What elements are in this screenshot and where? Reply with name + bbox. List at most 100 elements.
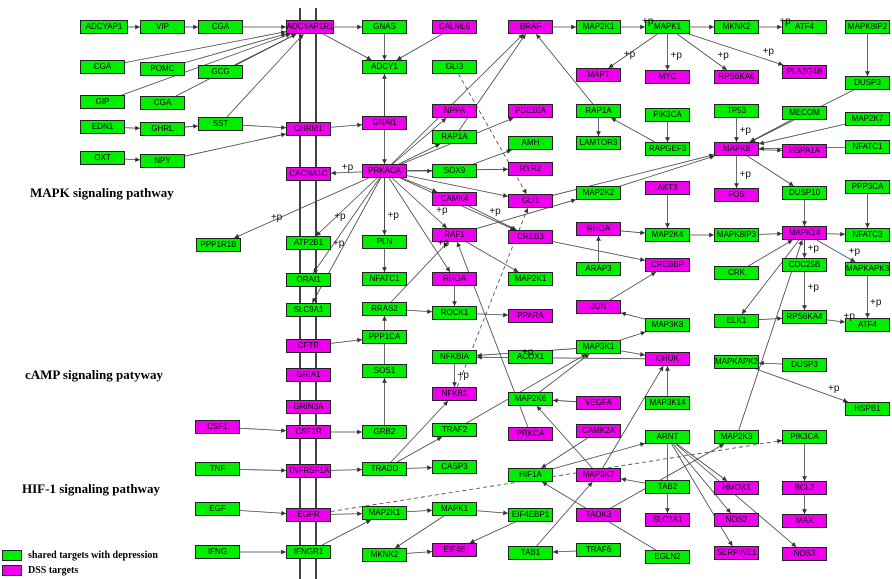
node-pomc[interactable]: POMC xyxy=(140,62,185,76)
node-egfr[interactable]: EGFR xyxy=(286,508,331,522)
node-gip[interactable]: GIP xyxy=(80,95,125,109)
node-ifng[interactable]: IFNG xyxy=(195,545,240,559)
node-cga-3[interactable]: CGA xyxy=(140,96,185,110)
node-arap3[interactable]: ARAP3 xyxy=(576,262,621,276)
node-orai1[interactable]: ORAI1 xyxy=(286,273,331,287)
node-map3k8[interactable]: MAP3K8 xyxy=(645,318,690,332)
node-dusp10[interactable]: DUSP10 xyxy=(782,186,827,200)
node-adcyap1[interactable]: ADCYAP1 xyxy=(80,20,128,34)
node-arnt[interactable]: ARNT xyxy=(645,430,690,444)
node-taok3[interactable]: TAOK3 xyxy=(576,508,621,522)
node-map2k6[interactable]: MAP2K6 xyxy=(508,392,553,406)
node-atp2b1[interactable]: ATP2B1 xyxy=(286,236,331,250)
node-amh[interactable]: AMH xyxy=(508,136,553,150)
node-vip[interactable]: VIP xyxy=(140,20,185,34)
node-nfatc1-2[interactable]: NFATC1 xyxy=(362,272,407,286)
node-jun[interactable]: JUN xyxy=(576,300,621,314)
node-pik3ca-1[interactable]: PIK3CA xyxy=(645,108,690,122)
node-map2k1-3[interactable]: MAP2K1 xyxy=(362,506,407,520)
node-tab2[interactable]: TAB2 xyxy=(645,480,690,494)
node-pde10a[interactable]: PDE10A xyxy=(508,104,553,118)
node-gnai1[interactable]: GNAI1 xyxy=(362,116,407,130)
node-mknk2-2[interactable]: MKNK2 xyxy=(362,548,407,562)
node-pla2g4b[interactable]: PLA2G4B xyxy=(782,65,827,79)
node-ghrl[interactable]: GHRL xyxy=(140,122,185,136)
node-traf2[interactable]: TRAF2 xyxy=(432,423,477,437)
node-fos[interactable]: FOS xyxy=(714,188,759,202)
node-rhoa-2[interactable]: RHOA xyxy=(432,272,477,286)
node-rock1[interactable]: ROCK1 xyxy=(432,306,477,320)
node-mapk8[interactable]: MAPK8 xyxy=(714,142,759,156)
node-csf1[interactable]: CSF1 xyxy=(195,420,240,434)
node-cga-2[interactable]: CGA xyxy=(80,60,125,74)
node-cacna1c[interactable]: CACNA1C xyxy=(286,167,331,181)
node-akt3[interactable]: AKT3 xyxy=(645,181,690,195)
node-mapt[interactable]: MAPT xyxy=(576,68,621,82)
node-hmox1[interactable]: HMOX1 xyxy=(714,481,759,495)
node-mapkapk3[interactable]: MAPKAPK3 xyxy=(845,262,890,276)
node-rap1a-2[interactable]: RAP1A xyxy=(432,130,477,144)
node-gcg[interactable]: GCG xyxy=(198,65,243,79)
node-traf6[interactable]: TRAF6 xyxy=(576,543,621,557)
node-rps6ka4[interactable]: RPS6KA4 xyxy=(782,310,827,324)
node-mknk2-1[interactable]: MKNK2 xyxy=(714,20,759,34)
node-slc2a1[interactable]: SLC2A1 xyxy=(645,513,690,527)
node-nppa[interactable]: NPPA xyxy=(432,104,477,118)
node-gnas[interactable]: GNAS xyxy=(362,20,407,34)
node-acox1[interactable]: ACOX1 xyxy=(508,350,553,364)
node-sos1[interactable]: SOS1 xyxy=(362,364,407,378)
node-mapk1-1[interactable]: MAPK1 xyxy=(645,20,690,34)
node-nfkb1[interactable]: NFKB1 xyxy=(432,387,477,401)
node-rap1a-1[interactable]: RAP1A xyxy=(576,104,621,118)
node-tnfrsf1a[interactable]: TNFRSF1A xyxy=(286,464,331,478)
node-cdc25b[interactable]: CDC25B xyxy=(782,258,827,272)
node-mecom[interactable]: MECOM xyxy=(782,106,827,120)
node-map2k2[interactable]: MAP2K2 xyxy=(576,186,621,200)
node-egln2[interactable]: EGLN2 xyxy=(645,550,690,564)
node-camk4[interactable]: CAMK4 xyxy=(432,192,477,206)
node-tnf[interactable]: TNF xyxy=(195,462,240,476)
node-nfatc3[interactable]: NFATC3 xyxy=(845,228,890,242)
node-braf[interactable]: BRAF xyxy=(508,20,553,34)
node-vegfa[interactable]: VEGFA xyxy=(576,396,621,410)
node-tradd[interactable]: TRADD xyxy=(362,462,407,476)
node-lamtor3[interactable]: LAMTOR3 xyxy=(576,136,621,150)
node-sst[interactable]: SST xyxy=(198,117,243,131)
node-map2k7[interactable]: MAP2K7 xyxy=(845,112,890,126)
node-eif4ebp1[interactable]: EIF4EBP1 xyxy=(508,508,553,522)
node-nfkbia[interactable]: NFKBIA xyxy=(432,350,477,364)
node-gli1[interactable]: GLI1 xyxy=(508,194,553,208)
node-gli3[interactable]: GLI3 xyxy=(432,60,477,74)
node-edn1[interactable]: EDN1 xyxy=(80,120,125,134)
node-ppara[interactable]: PPARA xyxy=(508,309,553,323)
node-chrm1[interactable]: CHRM1 xyxy=(286,122,331,136)
node-elk1[interactable]: ELK1 xyxy=(714,314,759,328)
node-tab1[interactable]: TAB1 xyxy=(508,546,553,560)
node-mapk14[interactable]: MAPK14 xyxy=(782,226,827,240)
node-slc9a1[interactable]: SLC9A1 xyxy=(286,303,331,317)
node-hspa1a[interactable]: HSPA1A xyxy=(782,144,827,158)
node-map3k14[interactable]: MAP3K14 xyxy=(645,396,690,410)
node-chuk[interactable]: CHUK xyxy=(645,352,690,366)
node-egf[interactable]: EGF xyxy=(195,502,240,516)
node-max[interactable]: MAX xyxy=(782,514,827,528)
node-ifngr1[interactable]: IFNGR1 xyxy=(286,545,331,559)
node-nfatc1-1[interactable]: NFATC1 xyxy=(845,140,890,154)
node-bcl2[interactable]: BCL2 xyxy=(782,481,827,495)
node-calml6[interactable]: CALML6 xyxy=(432,20,477,34)
node-pln[interactable]: PLN xyxy=(362,235,407,249)
node-mapk1-2[interactable]: MAPK1 xyxy=(432,502,477,516)
node-dusp3-2[interactable]: DUSP3 xyxy=(782,358,827,372)
node-grin3a[interactable]: GRIN3A xyxy=(286,400,331,414)
node-adcyap1r1[interactable]: ADCYAP1R1 xyxy=(286,20,334,34)
node-rhoa-1[interactable]: RHOA xyxy=(576,222,621,236)
node-hspb1[interactable]: HSPB1 xyxy=(845,402,890,416)
node-nos3[interactable]: NOS3 xyxy=(782,547,827,561)
node-camk2a[interactable]: CAMK2A xyxy=(576,424,621,438)
node-map2k4[interactable]: MAP2K4 xyxy=(645,228,690,242)
node-adcy1[interactable]: ADCY1 xyxy=(362,60,407,74)
node-mapkapk2[interactable]: MAPKAPK2 xyxy=(714,355,759,369)
node-hif1a[interactable]: HIF1A xyxy=(508,468,553,482)
node-map2k3[interactable]: MAP2K3 xyxy=(714,430,759,444)
node-pik3ca-2[interactable]: PIK3CA xyxy=(782,430,827,444)
